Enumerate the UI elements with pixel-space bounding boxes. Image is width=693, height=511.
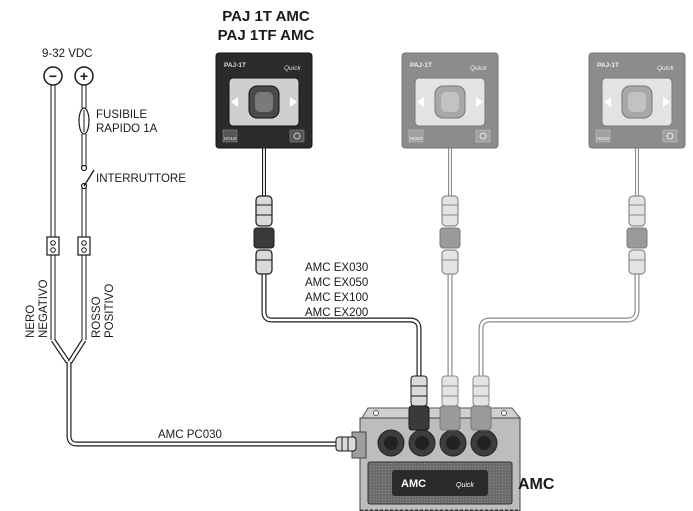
panel-1-brand: PAJ-1T bbox=[224, 62, 246, 69]
power-cable bbox=[50, 338, 342, 447]
negative-wire-connector bbox=[46, 236, 60, 256]
control-panel-gray-2: PAJ-1T Quick HOLD bbox=[588, 52, 686, 149]
positive-terminal: + bbox=[74, 66, 94, 86]
panel-3-brand: PAJ-1T bbox=[597, 62, 619, 69]
box-model-text: AMC bbox=[401, 478, 426, 490]
switch-label: INTERRUTTORE bbox=[96, 173, 186, 185]
title-line-1: PAJ 1T AMC bbox=[222, 8, 310, 25]
box-logo-text: Quick bbox=[456, 482, 474, 489]
panel-1-hold: HOLD bbox=[224, 136, 237, 141]
positive-wire bbox=[81, 85, 87, 340]
left-arrow-icon bbox=[417, 97, 424, 107]
power-icon bbox=[479, 132, 487, 140]
negative-wire-name-label: NEGATIVO bbox=[38, 279, 50, 338]
cable-option-3: AMC EX100 bbox=[305, 292, 368, 304]
left-arrow-icon bbox=[604, 97, 611, 107]
power-cable-label: AMC PC030 bbox=[158, 429, 222, 441]
negative-wire bbox=[50, 85, 56, 340]
title-line-2: PAJ 1TF AMC bbox=[218, 27, 315, 44]
box-plug-cable-1 bbox=[408, 375, 430, 431]
positive-wire-color-label: ROSSO bbox=[91, 296, 103, 338]
cable-3-connector bbox=[626, 195, 648, 275]
panel-2-logo: Quick bbox=[470, 65, 487, 72]
right-arrow-icon bbox=[476, 97, 483, 107]
cable-2-connector bbox=[439, 195, 461, 275]
switch-icon bbox=[80, 164, 95, 190]
panel-2-hold: HOLD bbox=[410, 136, 423, 141]
right-arrow-icon bbox=[663, 97, 670, 107]
fuse-icon bbox=[78, 107, 90, 135]
amc-control-box: AMC Quick bbox=[351, 407, 522, 511]
right-arrow-icon bbox=[290, 97, 297, 107]
cable-1-connector bbox=[253, 195, 275, 275]
positive-wire-connector bbox=[77, 236, 91, 256]
control-panel-dark: PAJ-1T Quick HOLD bbox=[215, 52, 313, 149]
box-plug-power bbox=[335, 436, 357, 452]
box-plug-cable-2 bbox=[439, 375, 461, 431]
plus-symbol: + bbox=[80, 68, 88, 84]
power-icon bbox=[293, 132, 301, 140]
panel-2-brand: PAJ-1T bbox=[410, 62, 432, 69]
power-icon bbox=[666, 132, 674, 140]
panel-3-hold: HOLD bbox=[597, 136, 610, 141]
extension-cable-3 bbox=[478, 148, 640, 376]
amc-unit-label: AMC bbox=[518, 476, 555, 493]
positive-wire-name-label: POSITIVO bbox=[104, 284, 116, 338]
panel-1-logo: Quick bbox=[284, 65, 301, 72]
fuse-label-2: RAPIDO 1A bbox=[96, 123, 158, 135]
minus-symbol: − bbox=[49, 68, 57, 84]
panel-3-logo: Quick bbox=[657, 65, 674, 72]
control-panel-gray-1: PAJ-1T Quick HOLD bbox=[401, 52, 499, 149]
supply-voltage-label: 9-32 VDC bbox=[42, 48, 93, 60]
negative-wire-color-label: NERO bbox=[25, 305, 37, 338]
cable-option-2: AMC EX050 bbox=[305, 277, 368, 289]
left-arrow-icon bbox=[231, 97, 238, 107]
fuse-label-1: FUSIBILE bbox=[96, 109, 147, 121]
cable-option-4: AMC EX200 bbox=[305, 307, 368, 319]
cable-option-1: AMC EX030 bbox=[305, 262, 368, 274]
box-plug-cable-3 bbox=[470, 375, 492, 431]
extension-cable-1 bbox=[261, 148, 422, 376]
negative-terminal: − bbox=[43, 66, 63, 86]
